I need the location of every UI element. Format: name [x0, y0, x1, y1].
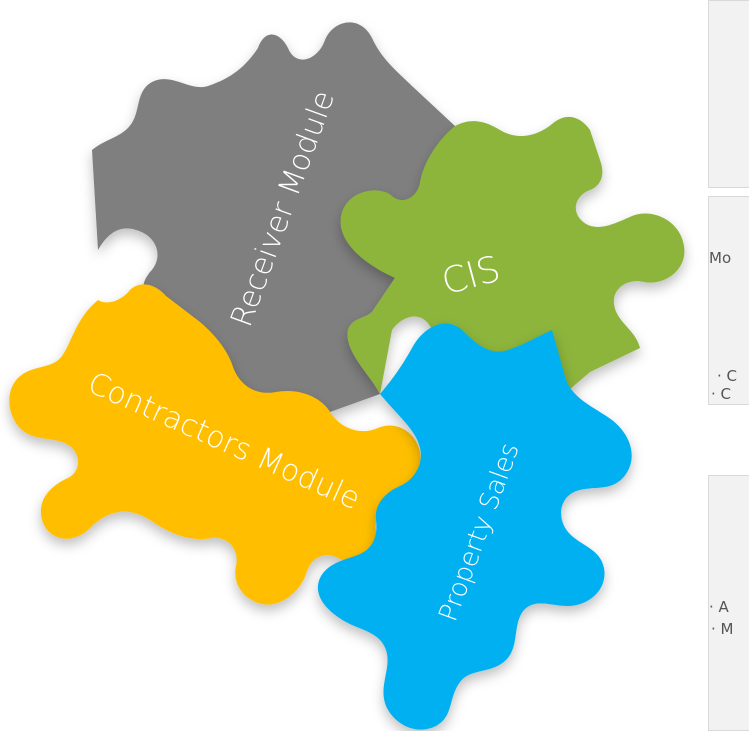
info-panel-middle: Mo · C · C — [708, 196, 749, 405]
panel-bullet: · C — [711, 385, 732, 403]
panel-heading: Mo — [709, 249, 732, 267]
info-panel-bottom: · A · M — [708, 475, 749, 731]
property-sales-piece — [317, 323, 632, 730]
contractors-module-piece — [9, 284, 421, 605]
cis-piece — [340, 116, 685, 402]
panel-bullet: · C — [717, 367, 738, 385]
panel-bullet: · M — [711, 620, 734, 638]
info-panel-top — [708, 0, 749, 188]
puzzle-diagram: Receiver Module CIS Contractors Module P… — [9, 22, 685, 730]
panel-bullet: · A — [709, 598, 729, 616]
receiver-module-piece — [92, 22, 506, 412]
